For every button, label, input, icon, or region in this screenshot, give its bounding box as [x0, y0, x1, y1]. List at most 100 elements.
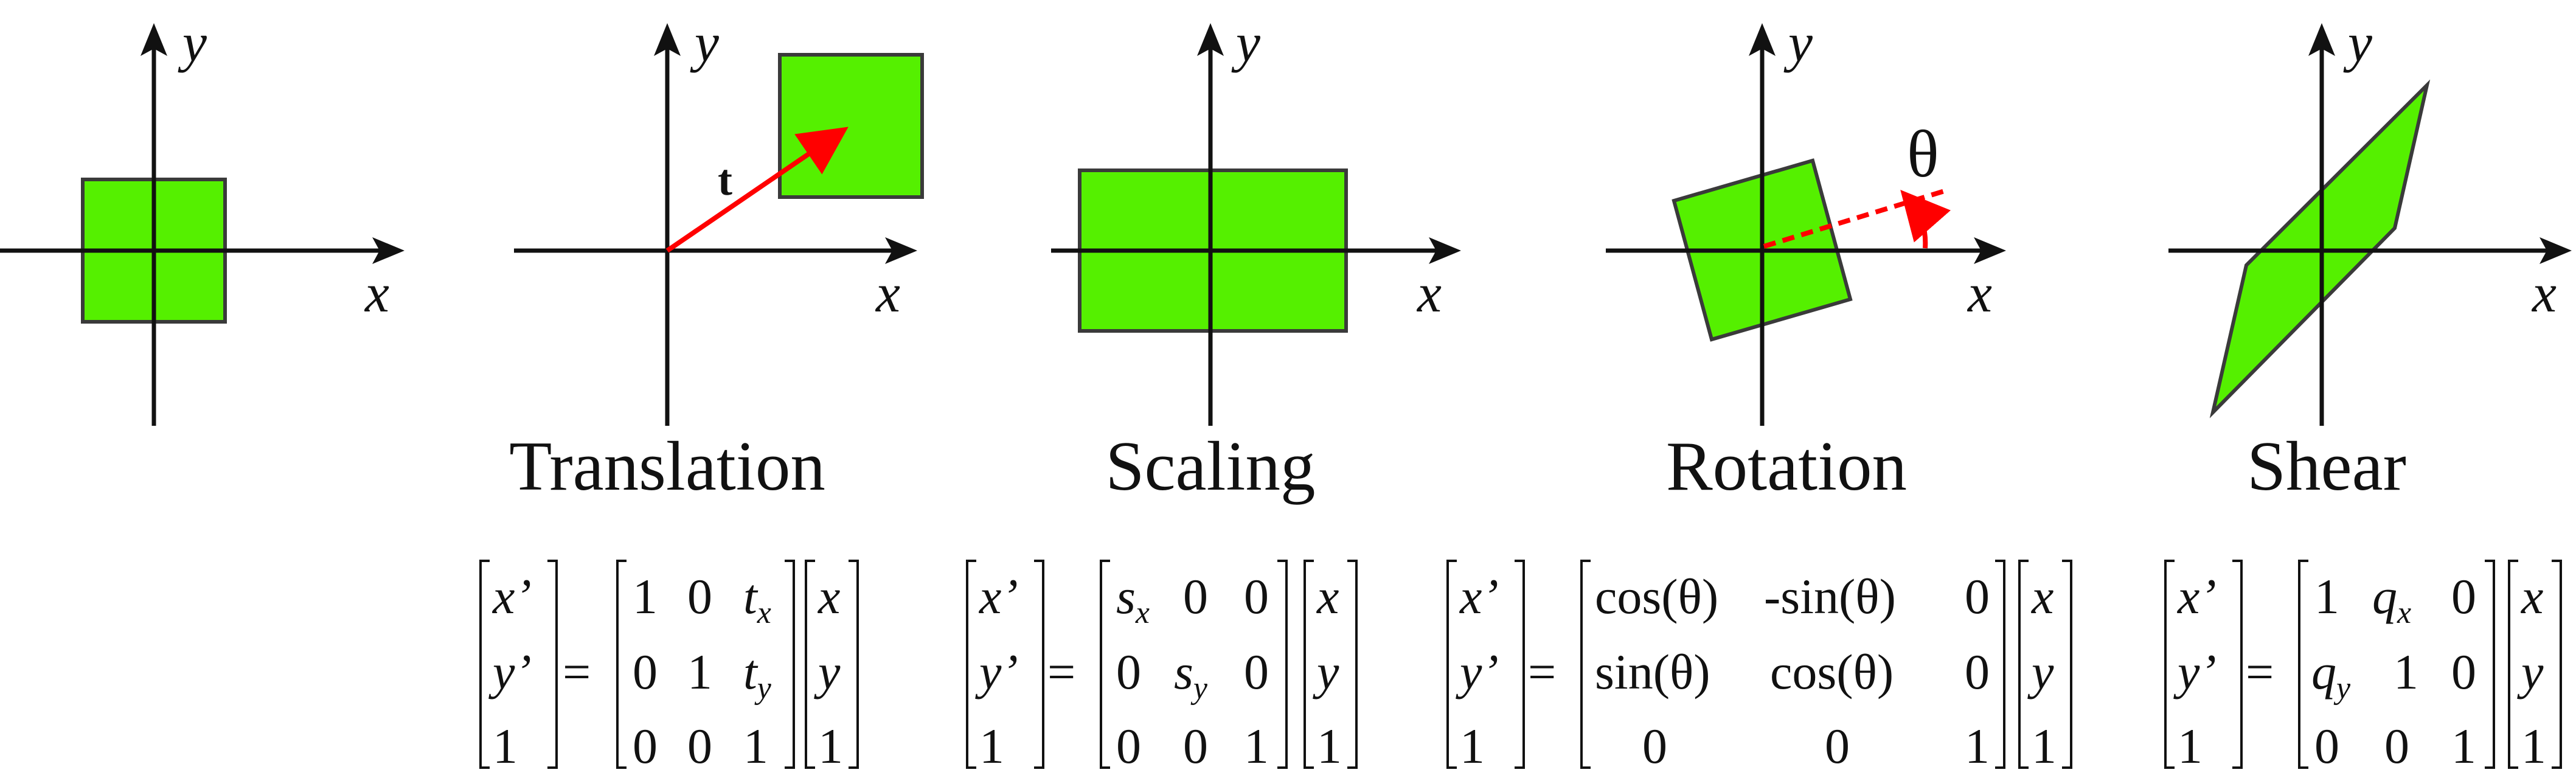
matrix-bracket — [785, 560, 795, 769]
m13: 0 — [1244, 569, 1269, 624]
x-axis-arrowhead — [2540, 237, 2572, 264]
panel-shear: y x Shear — [2168, 13, 2572, 505]
m22: cos(θ) — [1770, 644, 1894, 700]
m32: 0 — [1183, 718, 1208, 774]
rhs-y: y — [814, 644, 841, 700]
m12: -sin(θ) — [1764, 569, 1896, 624]
m12: 0 — [1183, 569, 1208, 624]
rhs-y: y — [2517, 644, 2544, 700]
matrix-bracket — [2018, 560, 2029, 769]
equals-sign: = — [2246, 644, 2274, 700]
y-axis-arrowhead — [654, 23, 681, 56]
m22: sy — [1174, 644, 1208, 706]
x-axis-arrowhead — [372, 237, 404, 264]
rhs-y: y — [2027, 644, 2054, 700]
matrix-bracket — [1304, 560, 1314, 769]
matrix-bracket — [1347, 560, 1358, 769]
x-axis-label: x — [1967, 263, 1992, 324]
m21: qy — [2311, 644, 2351, 706]
panel-rotation: y x θ Rotation — [1606, 13, 2006, 505]
m12: 0 — [687, 569, 712, 624]
matrix-bracket — [2062, 560, 2072, 769]
m21: 0 — [633, 644, 658, 700]
equals-sign: = — [1047, 644, 1075, 700]
m13: 0 — [1965, 569, 1990, 624]
lhs-one: 1 — [2178, 718, 2203, 774]
matrix-bracket — [616, 560, 627, 769]
equals-sign: = — [1528, 644, 1556, 700]
lhs-x-prime: x’ — [2177, 569, 2217, 624]
x-axis-label: x — [875, 263, 900, 324]
y-axis-label: y — [2343, 13, 2372, 73]
x-axis-label: x — [364, 263, 389, 324]
m23: ty — [743, 644, 772, 706]
y-axis-label: y — [690, 13, 719, 73]
rotation-title: Rotation — [1666, 428, 1907, 505]
translation-title: Translation — [509, 428, 825, 505]
lhs-one: 1 — [979, 718, 1004, 774]
x-axis-label: x — [2531, 263, 2557, 324]
matrix-bracket — [2508, 560, 2518, 769]
y-axis-label: y — [1231, 13, 1260, 73]
panel-scaling: y x Scaling — [1051, 13, 1461, 505]
x-axis-arrowhead — [885, 237, 917, 264]
lhs-x-prime: x’ — [1459, 569, 1499, 624]
m22: 1 — [687, 644, 712, 700]
lhs-one: 1 — [1460, 718, 1485, 774]
lhs-y-prime: y’ — [488, 644, 532, 700]
m33: 1 — [2451, 718, 2476, 774]
m11: cos(θ) — [1595, 569, 1718, 624]
y-axis-arrowhead — [2308, 23, 2335, 56]
m23: 0 — [1965, 644, 1990, 700]
x-axis-arrowhead — [1974, 237, 2006, 264]
translation-vector — [665, 127, 849, 253]
rhs-one: 1 — [2521, 718, 2546, 774]
m33: 1 — [743, 718, 768, 774]
matrix-bracket — [2164, 560, 2175, 769]
x-axis-arrowhead — [1429, 237, 1461, 264]
m11: 1 — [633, 569, 658, 624]
m21: sin(θ) — [1595, 644, 1710, 700]
rhs-y: y — [1313, 644, 1339, 700]
lhs-y-prime: y’ — [1456, 644, 1499, 700]
matrix-bracket — [2232, 560, 2243, 769]
y-axis-arrowhead — [1197, 23, 1224, 56]
matrix-bracket — [1034, 560, 1044, 769]
matrix-bracket — [805, 560, 815, 769]
m33: 1 — [1244, 718, 1269, 774]
matrix-bracket — [2485, 560, 2495, 769]
m32: 0 — [687, 718, 712, 774]
translation-equation: x’ y’ 1 = 1 0 tx 0 1 ty 0 0 1 x y 1 — [479, 560, 859, 774]
matrix-bracket — [1446, 560, 1457, 769]
m11: 1 — [2314, 569, 2339, 624]
scaling-title: Scaling — [1106, 428, 1316, 505]
y-axis-arrowhead — [141, 23, 167, 56]
m13: 0 — [2451, 569, 2476, 624]
rhs-x: x — [1316, 569, 1339, 624]
panel-original: y x — [0, 13, 404, 426]
matrix-bracket — [547, 560, 558, 769]
matrix-bracket — [2552, 560, 2562, 769]
y-axis-label: y — [178, 13, 207, 73]
m32: 0 — [2384, 718, 2409, 774]
m32: 0 — [1825, 718, 1850, 774]
m31: 0 — [1642, 718, 1667, 774]
lhs-one: 1 — [493, 718, 518, 774]
rhs-x: x — [2031, 569, 2054, 624]
rotation-equation: x’ y’ 1 = cos(θ) -sin(θ) 0 sin(θ) cos(θ)… — [1446, 560, 2072, 774]
matrix-bracket — [1100, 560, 1110, 769]
m13: tx — [743, 569, 771, 630]
rhs-one: 1 — [818, 718, 843, 774]
matrix-bracket — [2298, 560, 2308, 769]
x-axis-label: x — [1416, 263, 1442, 324]
shear-equation: x’ y’ 1 = 1 qx 0 qy 1 0 0 0 1 x y 1 — [2164, 560, 2562, 774]
lhs-y-prime: y’ — [2173, 644, 2217, 700]
m23: 0 — [1244, 644, 1269, 700]
y-axis-arrowhead — [1749, 23, 1776, 56]
shear-title: Shear — [2247, 428, 2406, 505]
rotation-angle-label: θ — [1907, 117, 1939, 191]
lhs-x-prime: x’ — [979, 569, 1018, 624]
matrix-bracket — [1580, 560, 1591, 769]
rotation-angle-arc — [1900, 189, 1951, 249]
